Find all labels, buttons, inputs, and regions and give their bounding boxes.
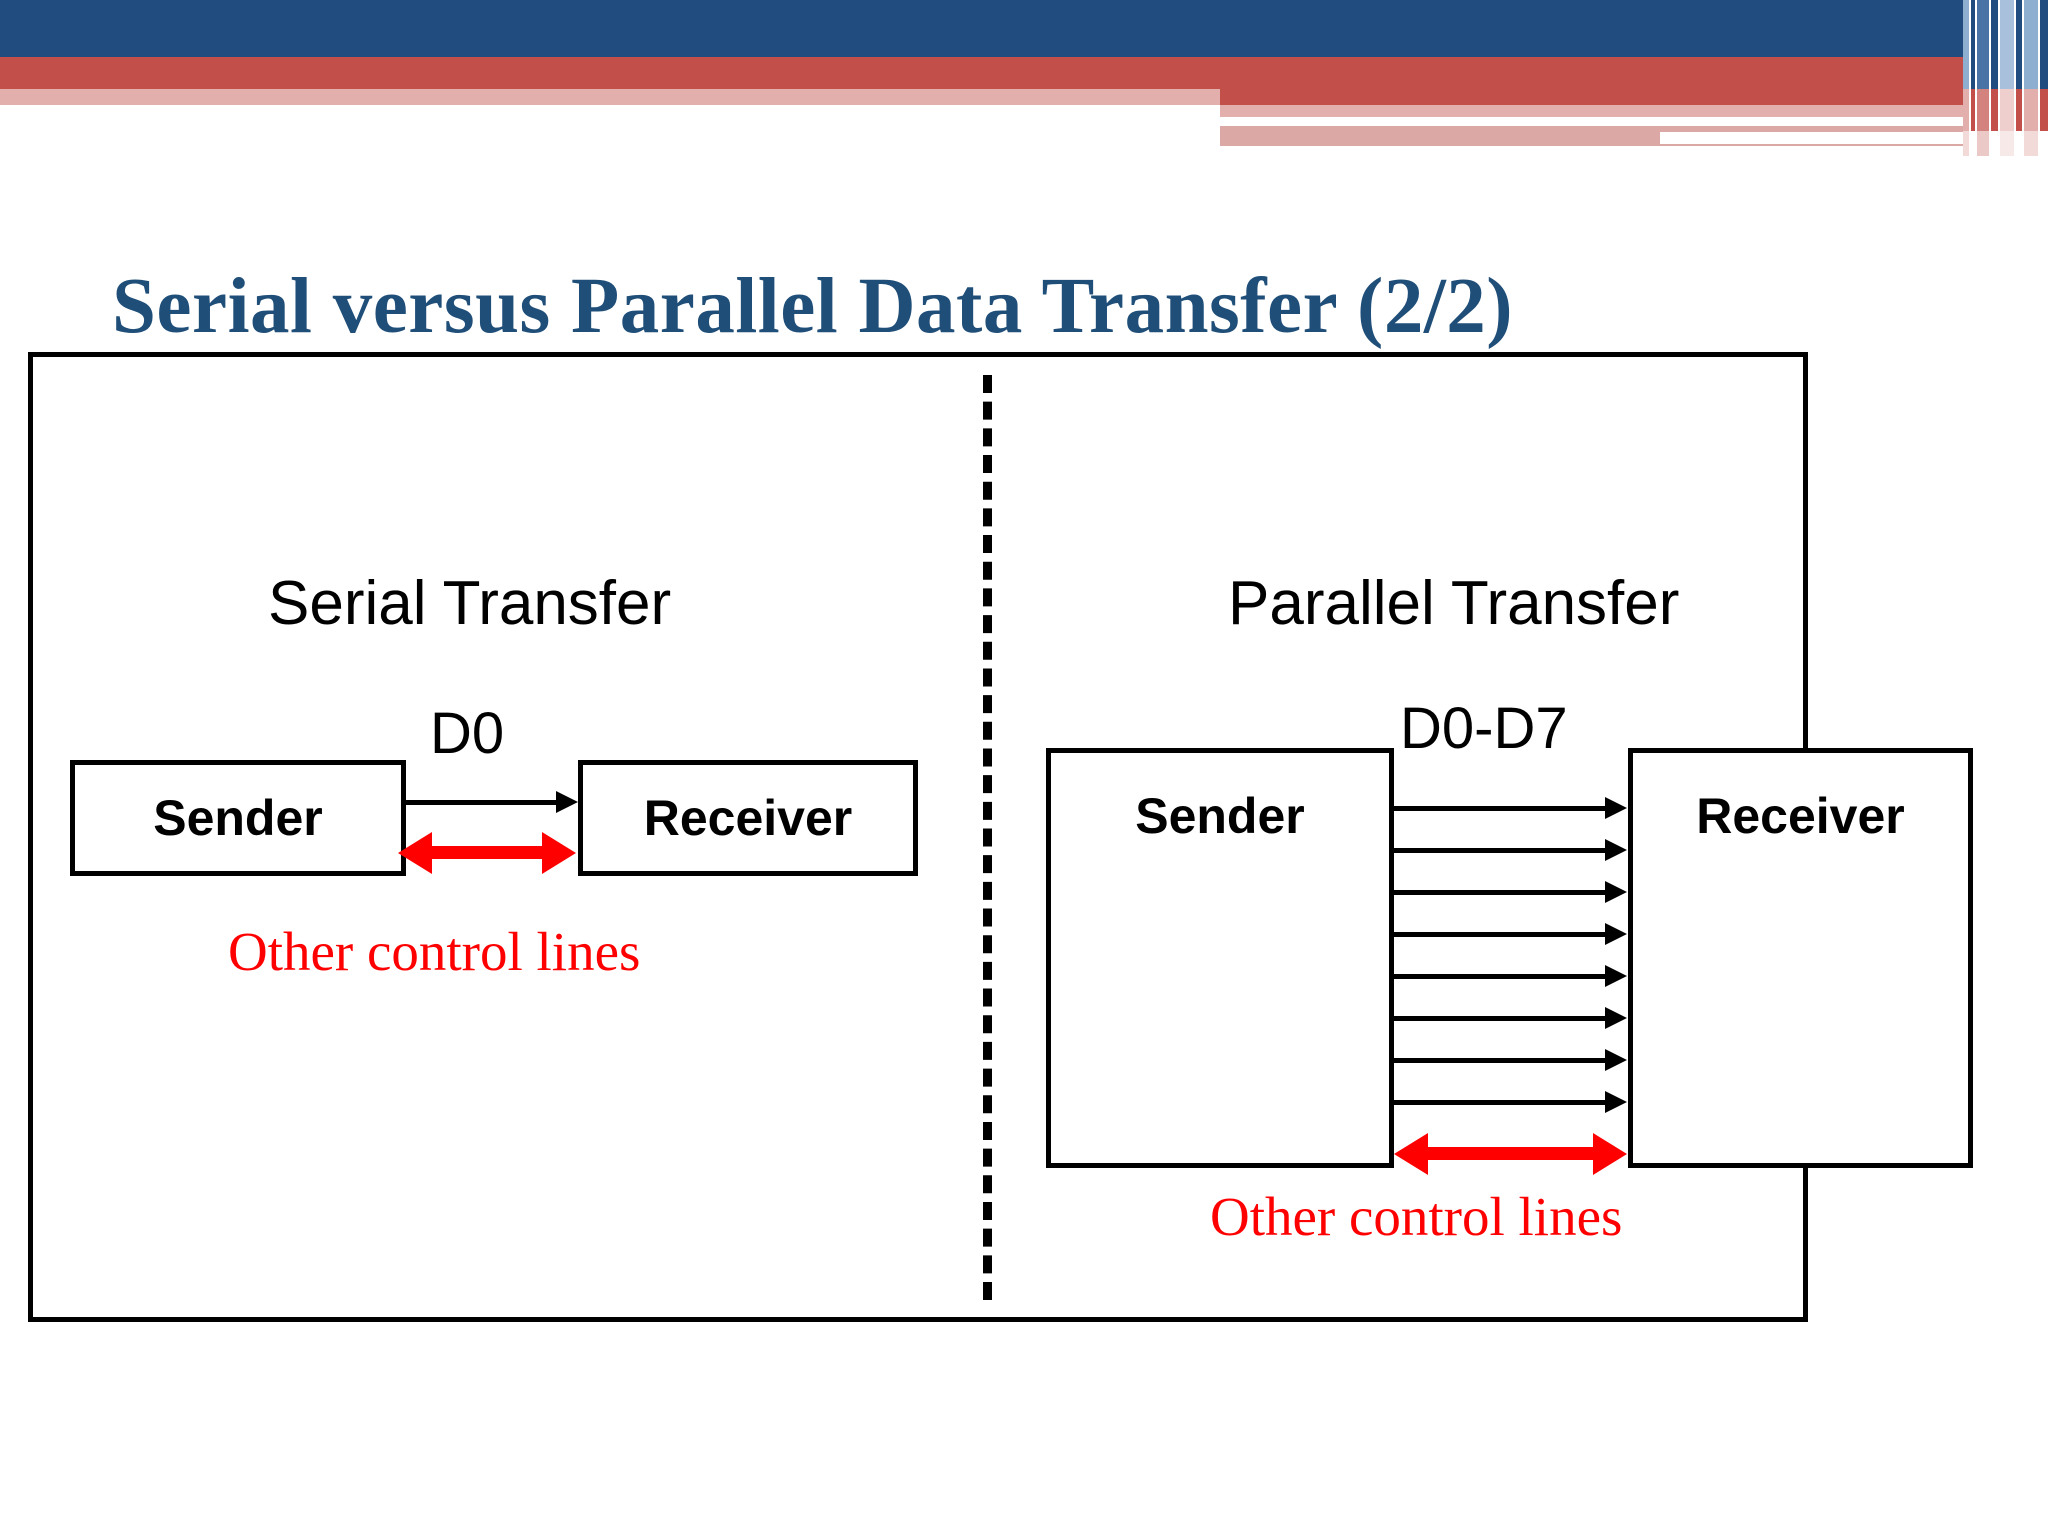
header-white-gap-b (1660, 132, 2020, 144)
parallel-receiver-box: Receiver (1628, 748, 1973, 1168)
header-navy-band (0, 0, 1963, 57)
parallel-data-line-7 (1394, 1100, 1605, 1105)
parallel-data-arrowhead-4 (1605, 965, 1627, 987)
header-red-band-right (1220, 89, 1963, 105)
serial-receiver-box: Receiver (578, 760, 918, 876)
parallel-transfer-heading: Parallel Transfer (1228, 569, 1680, 638)
parallel-data-line-6 (1394, 1058, 1605, 1063)
serial-receiver-label: Receiver (643, 790, 853, 846)
parallel-data-arrowhead-3 (1605, 923, 1627, 945)
page-title: Serial versus Parallel Data Transfer (2/… (112, 263, 1514, 350)
serial-sender-label: Sender (153, 790, 323, 846)
parallel-data-arrowhead-2 (1605, 881, 1627, 903)
parallel-data-arrowhead-6 (1605, 1049, 1627, 1071)
serial-sender-box: Sender (70, 760, 406, 876)
parallel-receiver-label: Receiver (1696, 788, 1905, 844)
parallel-sender-box: Sender (1046, 748, 1394, 1168)
parallel-data-arrowhead-0 (1605, 797, 1627, 819)
header-white-gap (1220, 117, 1920, 126)
parallel-data-arrowhead-5 (1605, 1007, 1627, 1029)
serial-transfer-heading: Serial Transfer (268, 569, 672, 638)
slide-header-decoration (0, 0, 2048, 156)
diagram-divider-dashed (983, 375, 992, 1300)
parallel-bus-label-d0-d7: D0-D7 (1400, 696, 1568, 761)
parallel-data-arrowhead-1 (1605, 839, 1627, 861)
parallel-data-line-5 (1394, 1016, 1605, 1021)
header-red-band (0, 57, 1963, 89)
parallel-sender-label: Sender (1135, 788, 1305, 844)
parallel-data-arrowhead-7 (1605, 1091, 1627, 1113)
header-pink-band-left (0, 89, 1220, 105)
parallel-data-line-0 (1394, 806, 1605, 811)
parallel-data-line-3 (1394, 932, 1605, 937)
parallel-data-line-4 (1394, 974, 1605, 979)
parallel-data-line-1 (1394, 848, 1605, 853)
parallel-control-lines-caption: Other control lines (1210, 1186, 1623, 1247)
serial-bus-label-d0: D0 (430, 701, 505, 766)
serial-control-lines-caption: Other control lines (228, 921, 641, 982)
parallel-data-line-2 (1394, 890, 1605, 895)
header-pink-band-a (1220, 105, 1963, 117)
